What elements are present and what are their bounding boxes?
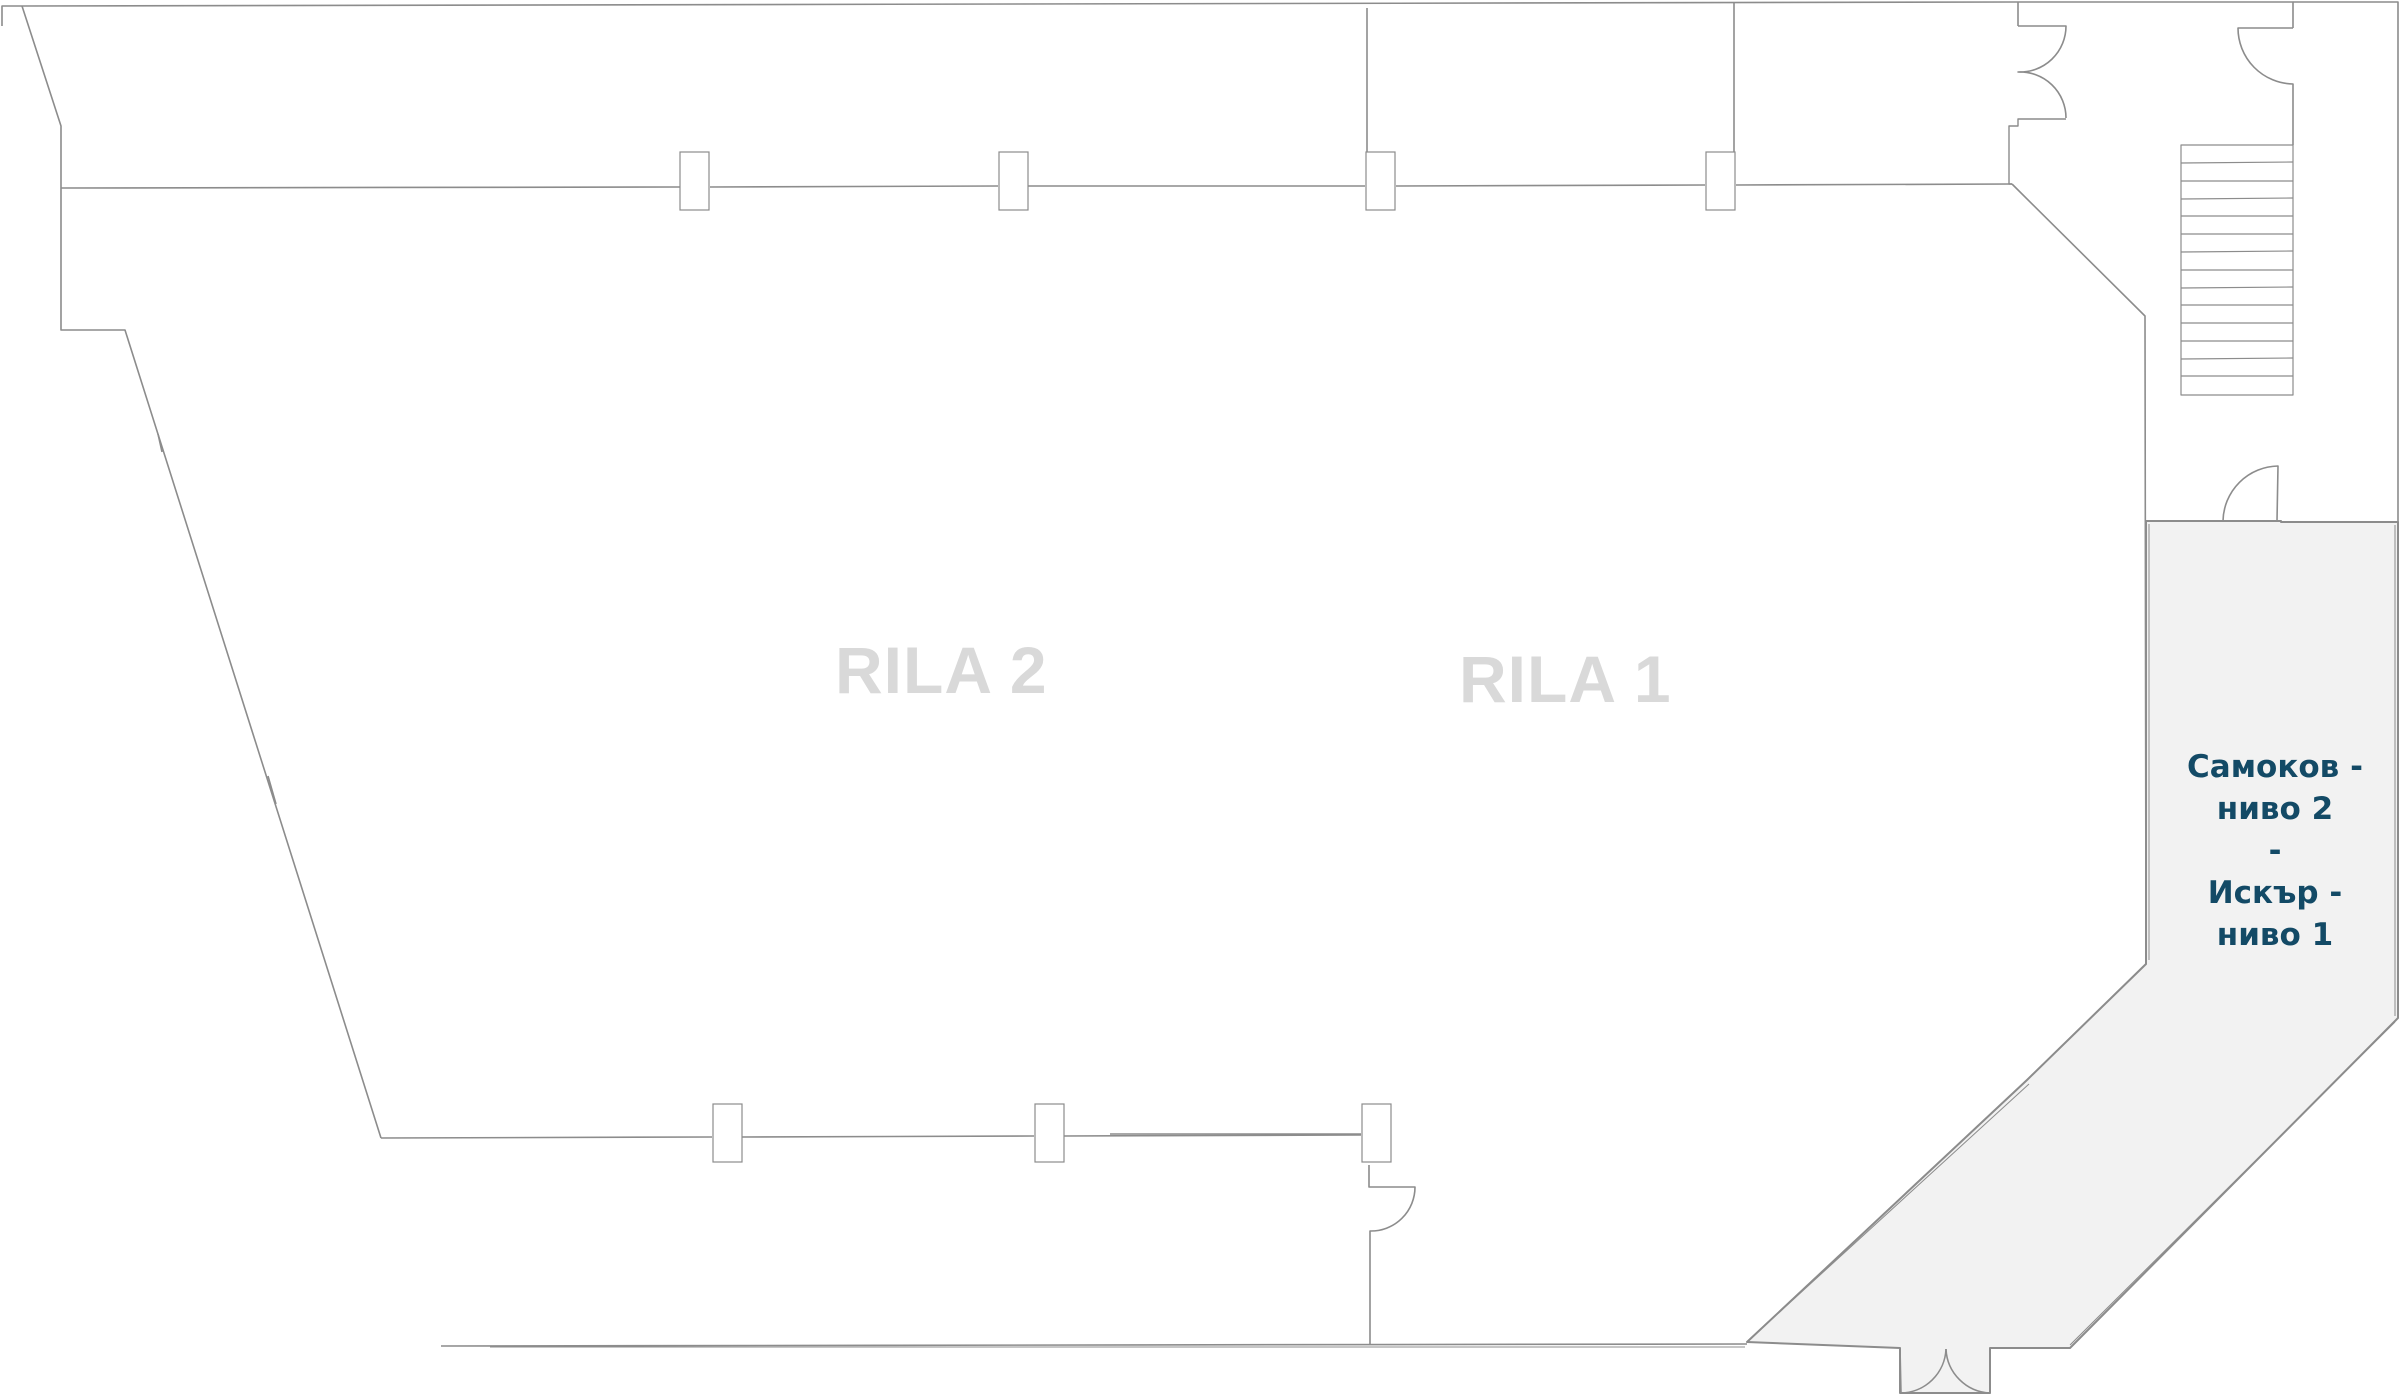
outer-wall-right (2293, 1, 2399, 522)
pillar-top-1 (679, 151, 710, 211)
room-label-rila-1: RILA 1 (1459, 642, 1672, 716)
outer-wall-top-right (2016, 1, 2294, 28)
corridor-label-line: ниво 2 (2216, 791, 2334, 827)
service-door-1[interactable] (2017, 25, 2067, 119)
corridor-label-line: Самоков - (2187, 749, 2363, 785)
outer-wall-top (21, 1, 2017, 7)
pillar-top-2 (998, 151, 1029, 211)
hall-wall-right (1746, 183, 2147, 1343)
corridor-top-door-swing[interactable] (2222, 465, 2279, 522)
outer-wall-bottom (440, 1343, 1748, 1347)
partition-line-top (60, 183, 2013, 189)
corridor-highlight[interactable] (1746, 520, 2399, 1394)
exit-door-left[interactable] (1899, 1347, 1947, 1394)
pillar-bottom-3 (1361, 1103, 1392, 1163)
partition-line-bottom (380, 1134, 1362, 1139)
pillar-top-3 (1365, 151, 1396, 211)
corridor-label-line: - (2268, 833, 2282, 869)
pillar-bottom-1 (712, 1103, 743, 1163)
hall-wall-right-inner (2008, 118, 2066, 185)
corridor-label-line: ниво 1 (2216, 917, 2334, 953)
corridor-edge-right-double (2069, 1021, 2396, 1346)
exit-door-right[interactable] (1945, 1348, 1991, 1394)
service-door-2[interactable] (2237, 27, 2294, 145)
corridor-label-line: Искър - (2207, 875, 2343, 911)
room-label-rila-2: RILA 2 (835, 633, 1048, 707)
pillar-bottom-2 (1034, 1103, 1065, 1163)
hall-wall-left-detail (157, 433, 277, 805)
outer-wall-top-left-stub (1, 5, 22, 26)
corridor-edge-left-double (1749, 1083, 2030, 1340)
corridor-label: Самоков - ниво 2 - Искър - ниво 1 (2170, 746, 2380, 956)
hall-bottom-door[interactable] (1368, 1165, 1416, 1345)
pillar-top-4 (1705, 151, 1736, 211)
hall-wall-left (21, 5, 382, 1139)
staircase (2180, 144, 2294, 396)
